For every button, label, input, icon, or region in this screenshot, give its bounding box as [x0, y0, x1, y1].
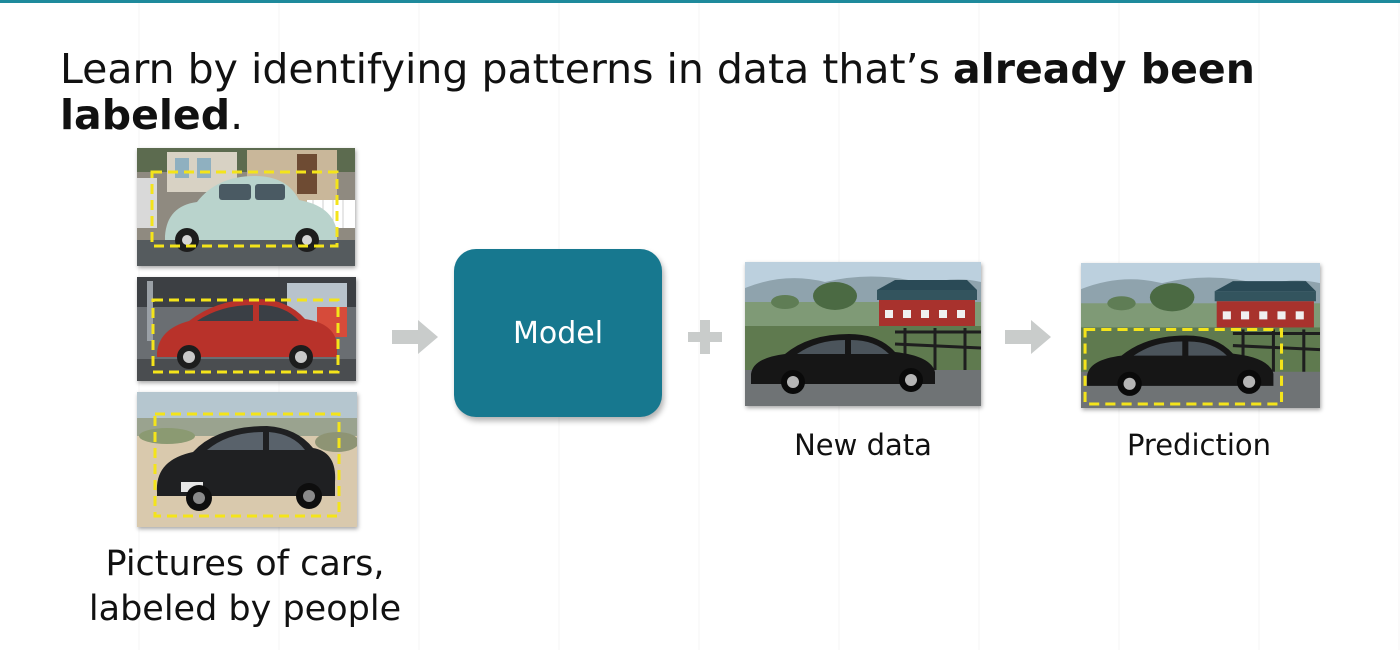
top-accent-rule: [0, 0, 1400, 3]
plus-icon: [688, 320, 722, 354]
label-box: [153, 412, 341, 518]
headline-text: Learn by identifying patterns in data th…: [60, 45, 940, 93]
training-photo-muscle-car: [137, 392, 357, 527]
headline-period: .: [230, 91, 244, 139]
prediction-caption: Prediction: [1126, 428, 1272, 462]
slide-headline: Learn by identifying patterns in data th…: [60, 46, 1320, 138]
training-caption-line2: labeled by people: [88, 589, 402, 629]
training-caption: Pictures of cars, labeled by people: [60, 542, 430, 632]
model-box: Model: [454, 249, 662, 417]
suv-body: [157, 299, 337, 357]
prediction-photo: [1081, 263, 1320, 408]
right-arrow-icon: [1005, 320, 1051, 354]
training-photo-beetle: [137, 148, 355, 266]
predicted-label-box: [1083, 327, 1284, 406]
training-photo-suv: [137, 277, 356, 381]
headline-bold-text: already been labeled: [60, 45, 1255, 139]
new-data-caption: New data: [794, 428, 932, 462]
model-label: Model: [512, 315, 604, 351]
label-box: [150, 170, 339, 248]
right-arrow-icon: [392, 320, 438, 354]
beetle-body: [165, 176, 337, 240]
new-data-photo: [745, 262, 981, 406]
training-caption-line1: Pictures of cars,: [105, 544, 385, 584]
